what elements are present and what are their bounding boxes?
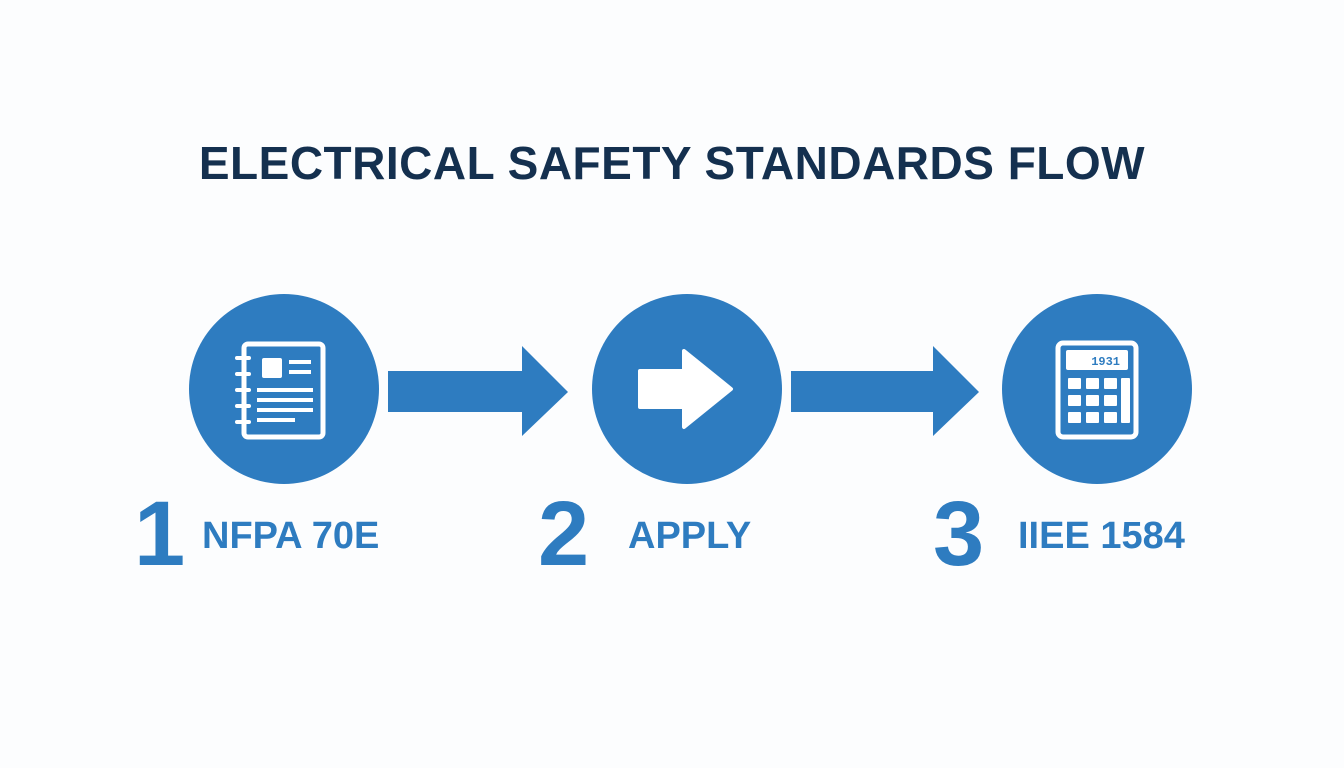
calculator-display: 1931: [1091, 355, 1120, 369]
diagram-title: ELECTRICAL SAFETY STANDARDS FLOW: [198, 137, 1146, 189]
calculator-icon: 1931: [1055, 340, 1139, 440]
step-1-label: NFPA 70E: [202, 515, 380, 557]
step-1-number: 1: [134, 483, 186, 585]
flow-arrow-2: [791, 346, 979, 436]
step-2-number: 2: [538, 483, 590, 585]
step-3-number: 3: [933, 483, 985, 585]
step-1-circle: [189, 294, 379, 484]
step-2-label: APPLY: [628, 515, 752, 557]
step-2-circle: [592, 294, 782, 484]
document-icon: [235, 341, 326, 440]
step-3-label: IIEE 1584: [1018, 515, 1185, 557]
flow-arrow-1: [388, 346, 568, 436]
arrow-right-icon: [638, 349, 733, 429]
step-3-circle: 1931: [1002, 294, 1192, 484]
